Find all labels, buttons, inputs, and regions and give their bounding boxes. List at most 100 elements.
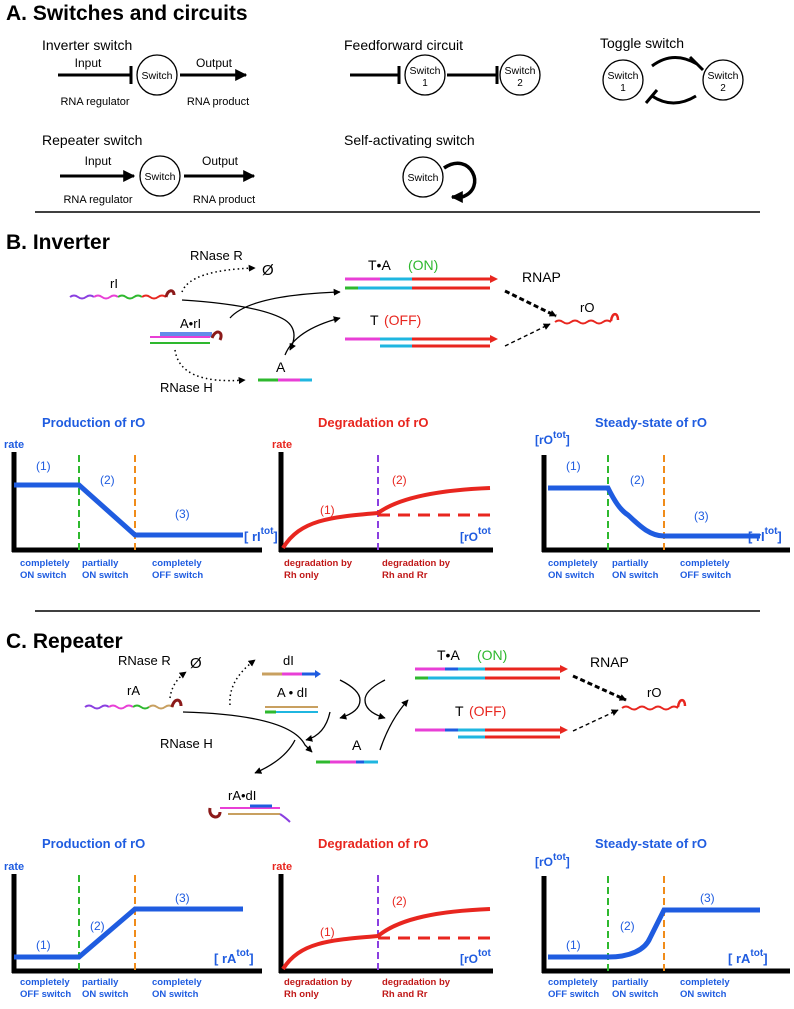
binding-arrow — [305, 711, 331, 742]
self-loop-arrow — [443, 161, 477, 203]
feedforward-circuit-schematic: Feedforward circuit Switch 1 Switch 2 — [344, 37, 541, 96]
switch-label: Switch — [505, 65, 536, 77]
plot-title: Steady-state of rO — [595, 415, 707, 430]
switch-node-1 — [602, 59, 644, 101]
region-2-label: (2) — [630, 473, 645, 487]
repeater-switch-schematic: Repeater switch Input Switch Output RNA … — [42, 132, 256, 206]
x-axis-label: [ rAtot] — [728, 948, 768, 966]
repeater-output-label: Output — [202, 154, 239, 168]
switch-number: 2 — [720, 83, 726, 94]
switch-node — [139, 155, 181, 197]
region-3-label: (3) — [175, 507, 190, 521]
rnap-on-arrow — [572, 674, 627, 702]
binding-arrow — [284, 316, 341, 356]
region-1-label: (1) — [320, 925, 335, 939]
ra-label: rA — [127, 683, 140, 698]
binding-arrow — [182, 711, 313, 753]
exchange-arrow — [339, 679, 361, 720]
inverter-output-label: Output — [196, 56, 233, 70]
degradation-curve-1 — [281, 511, 379, 550]
switch-number: 1 — [620, 83, 626, 94]
switch-label: Switch — [410, 65, 441, 77]
plot-c-steady-state: Steady-state of rO [rOtot] (1) (2) (3) [… — [535, 836, 790, 1000]
ro-hairpin — [609, 312, 620, 322]
ro-strand — [554, 319, 612, 325]
ra-strand — [84, 698, 183, 710]
inverter-product-label: RNA product — [187, 96, 249, 108]
di-strand — [262, 670, 321, 678]
x-axis-label: [rOtot — [460, 948, 491, 966]
ro-label: rO — [580, 300, 594, 315]
inverter-mechanism-diagram: RNase R Ø rI A•rI RNase H A T•A — [69, 248, 620, 395]
ri-strand — [69, 289, 176, 300]
a-ri-complex — [150, 330, 223, 344]
rnap-off-arrow — [572, 709, 619, 732]
rnase-h-dotted-arrow — [174, 349, 246, 384]
plot-title: Production of rO — [42, 415, 145, 430]
repeater-regulator-label: RNA regulator — [63, 194, 132, 206]
ta-label: T•A — [437, 647, 460, 663]
inverter-switch-title: Inverter switch — [42, 37, 132, 53]
switch-label: Switch — [708, 70, 739, 82]
switch-node-1 — [404, 54, 446, 96]
plot-title: Production of rO — [42, 836, 145, 851]
t-label: T — [455, 703, 464, 719]
on-label: (ON) — [477, 647, 507, 663]
inhibit-bar — [644, 89, 659, 104]
region-1-label: (1) — [320, 503, 335, 517]
region-3-label: (3) — [700, 891, 715, 905]
x-axis-label: [ rItot] — [748, 526, 782, 544]
plot-b-degradation: Degradation of rO rate (1) (2) [rOtot de… — [272, 415, 493, 581]
region-1-label: (1) — [566, 938, 581, 952]
inverter-regulator-label: RNA regulator — [60, 96, 129, 108]
x-axis-label: [ rItot] — [244, 526, 278, 544]
rnase-r-label: RNase R — [190, 248, 243, 263]
toggle-title: Toggle switch — [600, 35, 684, 51]
a-label: A — [276, 359, 286, 375]
self-activating-title: Self-activating switch — [344, 132, 475, 148]
feedforward-title: Feedforward circuit — [344, 37, 463, 53]
self-activating-schematic: Self-activating switch Switch — [344, 132, 477, 203]
inverter-switch-schematic: Inverter switch Input Switch Output RNA … — [42, 37, 249, 108]
a-di-complex — [265, 706, 318, 714]
on-label: (ON) — [408, 257, 438, 273]
region-1-label: (1) — [566, 459, 581, 473]
ta-complex — [415, 665, 568, 680]
y-axis-label: rate — [4, 439, 24, 451]
switch-label: Switch — [408, 172, 439, 184]
section-c-title: C. Repeater — [6, 630, 123, 653]
inhibit-bar — [688, 55, 705, 72]
toggle-switch-schematic: Toggle switch Switch 1 Switch 2 — [600, 35, 744, 105]
steady-state-curve — [548, 907, 760, 960]
rnap-label: RNAP — [522, 269, 561, 285]
empty-set-symbol: Ø — [190, 655, 202, 672]
x-axis-label: [rOtot — [460, 526, 491, 544]
region-2-label: (2) — [392, 473, 407, 487]
rnase-r-label: RNase R — [118, 653, 171, 668]
t-complex — [415, 726, 568, 739]
ri-label: rI — [110, 276, 118, 291]
region-1-label: (1) — [36, 459, 51, 473]
ra-di-label: rA•dI — [228, 788, 256, 803]
rnase-r-dotted-arrow — [169, 671, 187, 699]
rnase-h-label: RNase H — [160, 736, 213, 751]
rnase-r-dotted-arrow — [181, 264, 256, 293]
repeater-switch-title: Repeater switch — [42, 132, 142, 148]
off-label: (OFF) — [469, 703, 506, 719]
repeater-input-label: Input — [85, 154, 112, 168]
a-di-label: A • dI — [277, 685, 308, 700]
binding-arrow — [379, 699, 409, 751]
switch-number: 1 — [422, 78, 428, 89]
rnase-h-label: RNase H — [160, 380, 213, 395]
region-3-label: (3) — [175, 891, 190, 905]
